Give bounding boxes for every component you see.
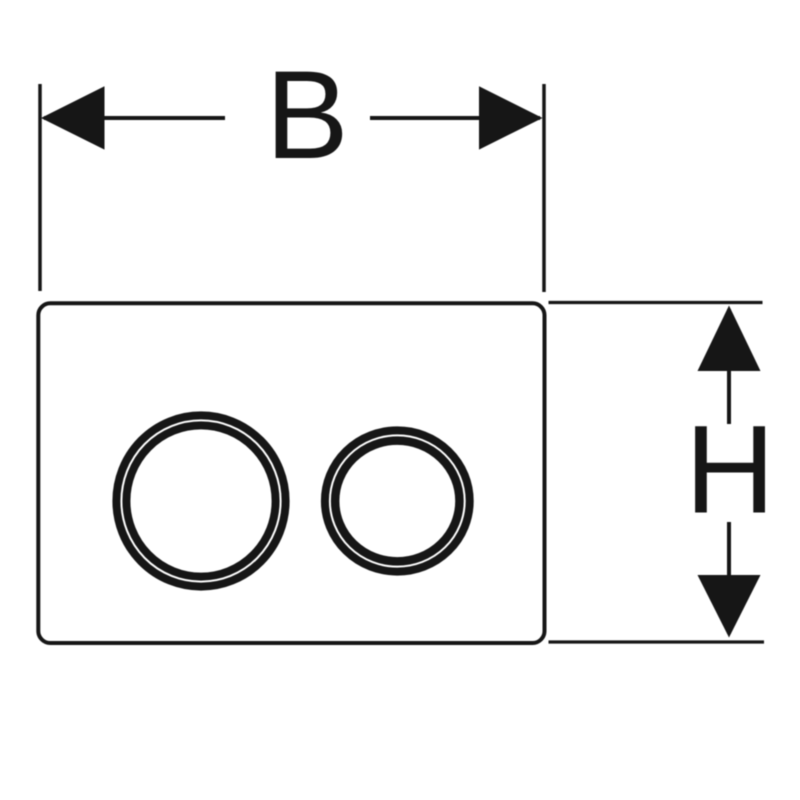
svg-text:B: B xyxy=(265,46,348,185)
svg-text:H: H xyxy=(685,401,775,540)
